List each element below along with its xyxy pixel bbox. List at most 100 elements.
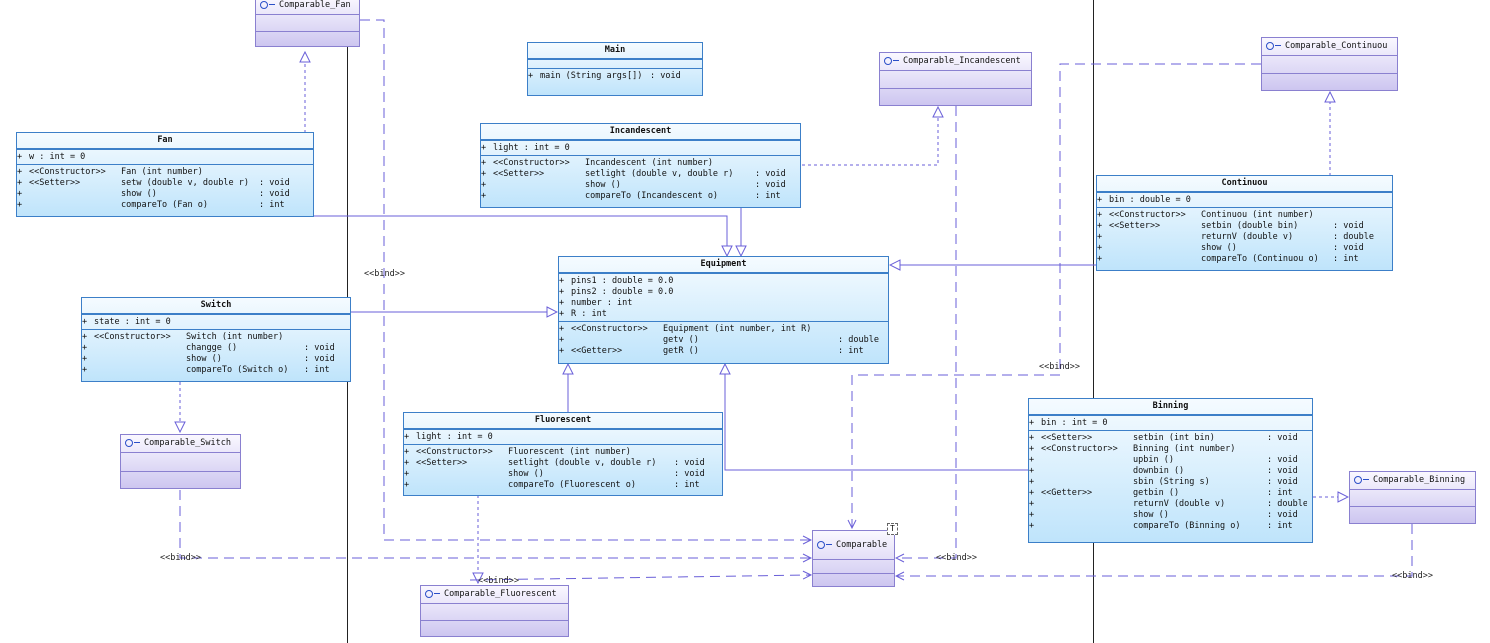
return-type: : void (755, 169, 786, 179)
stereotype: <<Setter>> (493, 169, 545, 179)
class-equipment[interactable]: Equipment+pins1 : double = 0.0+pins2 : d… (558, 256, 889, 364)
stereotype: <<Setter>> (29, 178, 81, 188)
visibility: + (1097, 254, 1103, 264)
class-fan[interactable]: Fan+w : int = 0+<<Constructor>>Fan (int … (16, 132, 314, 217)
interface-comparable-continuou[interactable]: Comparable_Continuou (1261, 37, 1398, 91)
signature: show () (585, 180, 621, 190)
signature: Incandescent (int number) (585, 158, 713, 168)
return-type: : void (1267, 433, 1298, 443)
interface-comparable-fluorescent[interactable]: Comparable_Fluorescent (420, 585, 569, 637)
class-incandescent[interactable]: Incandescent+light : int = 0+<<Construct… (480, 123, 801, 208)
visibility: + (559, 346, 565, 356)
bind-incandescent (896, 106, 957, 558)
signature: getbin () (1133, 488, 1180, 498)
stereotype (1041, 477, 1133, 488)
stereotype (1109, 232, 1201, 243)
return-type: : int (674, 480, 700, 490)
visibility: + (1097, 221, 1103, 231)
return-type (304, 332, 344, 343)
signature: downbin () (1133, 466, 1185, 476)
interface-icon (425, 589, 433, 598)
bind-binning (896, 524, 1413, 576)
generalize-binning (725, 364, 1028, 471)
operations-compartment: +<<Constructor>>Continuou (int number)+<… (1097, 207, 1392, 266)
bind-label-continuou: <<bind>> (1039, 362, 1080, 372)
class-name: Binning (1029, 399, 1312, 415)
operation-row: +compareTo (Fluorescent o): int (404, 480, 722, 491)
visibility: + (1029, 455, 1035, 465)
operation-row: +returnV (double v): double (1029, 499, 1312, 510)
class-main[interactable]: Main +main (String args[]): void (527, 42, 703, 96)
visibility: + (481, 191, 487, 201)
stereotype: main (String args[]) (540, 71, 643, 81)
visibility: + (1029, 499, 1035, 509)
signature: Fluorescent (int number) (508, 447, 631, 457)
operations-compartment: +main (String args[]): void (528, 68, 702, 83)
interface-name: Comparable_Switch (144, 438, 231, 448)
visibility: + (559, 324, 565, 334)
signature: Equipment (int number, int R) (663, 324, 812, 334)
stereotype (29, 200, 121, 211)
visibility: + (559, 287, 565, 297)
signature: compareTo (Fan o) (121, 200, 208, 210)
return-type: : double (1333, 232, 1374, 242)
class-name: Switch (82, 298, 350, 314)
class-switch[interactable]: Switch+state : int = 0+<<Constructor>>Sw… (81, 297, 351, 382)
class-fluorescent[interactable]: Fluorescent+light : int = 0+<<Constructo… (403, 412, 723, 496)
class-name: Equipment (559, 257, 888, 273)
return-type: : void (1333, 243, 1364, 253)
stereotype: <<Setter>> (416, 458, 468, 468)
interface-comparable[interactable]: Comparable (812, 530, 895, 587)
return-type: : void (674, 458, 705, 468)
class-name: Main (528, 43, 702, 59)
attribute-row: +bin : int = 0 (1029, 418, 1312, 429)
interface-comparable-switch[interactable]: Comparable_Switch (120, 434, 241, 489)
attribute-row: +pins2 : double = 0.0 (559, 287, 888, 298)
signature: setbin (double bin) (1201, 221, 1299, 231)
signature: show () (121, 189, 157, 199)
visibility: + (559, 309, 565, 319)
stereotype (94, 343, 186, 354)
bind-fan (360, 19, 811, 540)
attributes-compartment: +light : int = 0 (481, 140, 800, 155)
visibility: + (1097, 210, 1103, 220)
interface-icon (817, 540, 825, 549)
stereotype (1041, 521, 1133, 532)
return-type: : void (1267, 477, 1298, 487)
interface-comparable-incandescent[interactable]: Comparable_Incandescent (879, 52, 1032, 106)
visibility: + (17, 189, 23, 199)
operations-compartment: +<<Constructor>>Fan (int number)+<<Sette… (17, 164, 313, 212)
attributes-compartment: +state : int = 0 (82, 314, 350, 329)
attribute-row: + R : int (559, 309, 888, 320)
class-binning[interactable]: Binning+bin : int = 0+<<Setter>>setbin (… (1028, 398, 1313, 543)
stereotype: R : int (571, 309, 607, 319)
visibility: + (82, 332, 88, 342)
interface-comparable-fan[interactable]: Comparable_Fan (255, 0, 360, 47)
stereotype (1041, 466, 1133, 477)
interface-name: Comparable (836, 540, 888, 550)
visibility: + (404, 447, 410, 457)
type-parameter-badge: T (887, 523, 898, 535)
signature: Binning (int number) (1133, 444, 1236, 454)
operation-row: +<<Constructor>>Continuou (int number) (1097, 210, 1392, 221)
attributes-compartment: +light : int = 0 (404, 429, 722, 444)
return-type (259, 167, 299, 178)
stereotype (1041, 455, 1133, 466)
operation-row: +show (): void (404, 469, 722, 480)
visibility: + (404, 480, 410, 490)
stereotype: bin : int = 0 (1041, 418, 1108, 428)
interface-comparable-binning[interactable]: Comparable_Binning (1349, 471, 1476, 524)
swimlane-divider-right (1093, 0, 1094, 643)
class-continuou[interactable]: Continuou + bin : double = 0 +<<Constructor… (1096, 175, 1393, 271)
stereotype: <<Constructor>> (29, 167, 106, 177)
stereotype: state : int = 0 (94, 317, 171, 327)
attributes-compartment: +w : int = 0 (17, 149, 313, 164)
operation-row: +<<Setter>>setlight (double v, double r)… (481, 169, 800, 180)
visibility: + (1029, 510, 1035, 520)
visibility: + (404, 469, 410, 479)
interface-name: Comparable_Fluorescent (444, 589, 557, 599)
stereotype: bin : double = 0 (1109, 195, 1191, 205)
class-name: Continuou (1097, 176, 1392, 192)
operations-compartment: +<<Constructor>>Incandescent (int number… (481, 155, 800, 203)
